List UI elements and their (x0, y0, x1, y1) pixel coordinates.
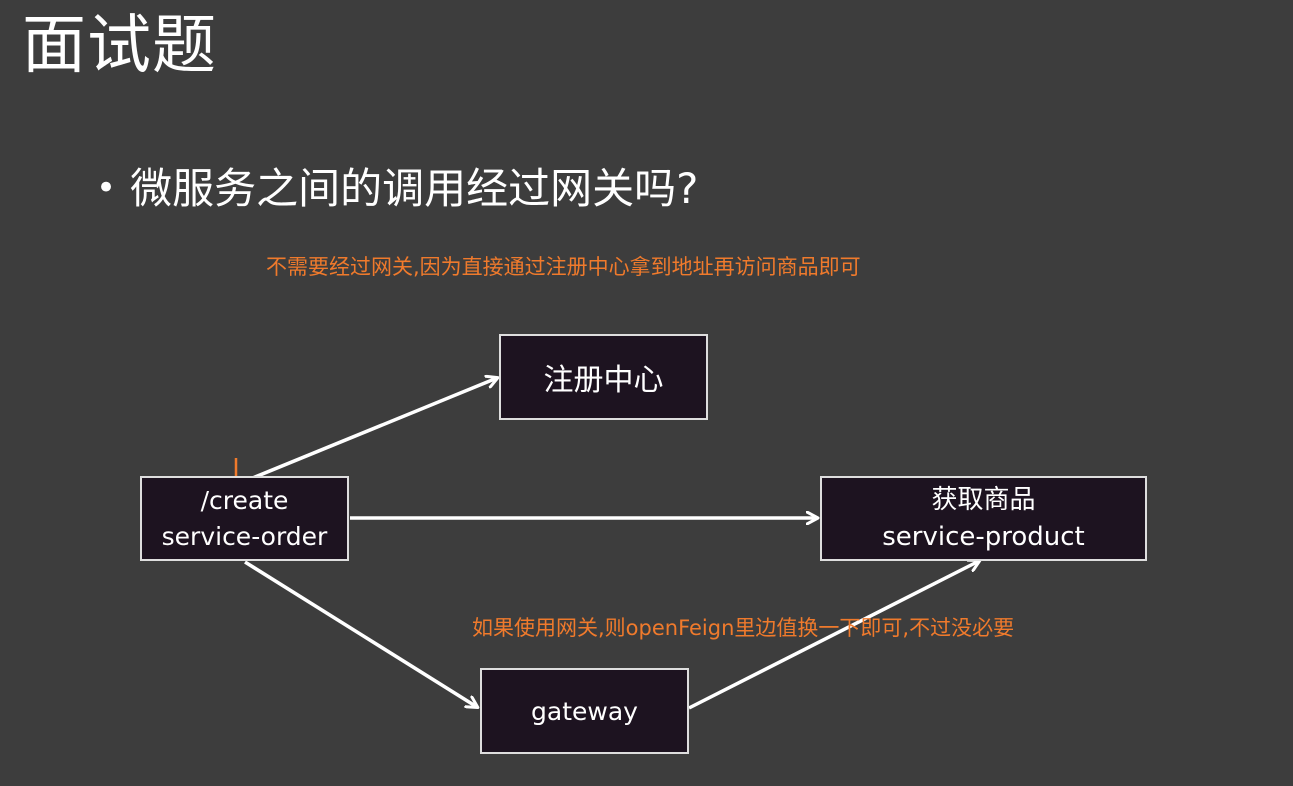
question-text: 微服务之间的调用经过网关吗? (130, 164, 699, 213)
arrow-order-to-gateway (244, 560, 477, 707)
question-item: • 微服务之间的调用经过网关吗? (96, 158, 698, 219)
registry-node: 注册中心 (499, 334, 708, 420)
order-endpoint-label: /create (200, 485, 289, 515)
gateway-node: gateway (480, 668, 689, 754)
service-product-node: 获取商品 service-product (820, 476, 1147, 561)
annotation-top: 不需要经过网关,因为直接通过注册中心拿到地址再访问商品即可 (266, 255, 861, 279)
product-action-label: 获取商品 (931, 484, 1036, 515)
registry-label: 注册中心 (543, 363, 664, 398)
order-service-label: service-order (161, 521, 328, 551)
arrow-order-to-registry (237, 378, 497, 486)
gateway-label: gateway (531, 696, 638, 726)
product-service-label: service-product (882, 521, 1085, 552)
service-order-node: /create service-order (140, 476, 349, 561)
page-title: 面试题 (22, 9, 217, 83)
annotation-bottom: 如果使用网关,则openFeign里边值换一下即可,不过没必要 (472, 616, 1015, 640)
bullet-icon: • (96, 168, 117, 208)
